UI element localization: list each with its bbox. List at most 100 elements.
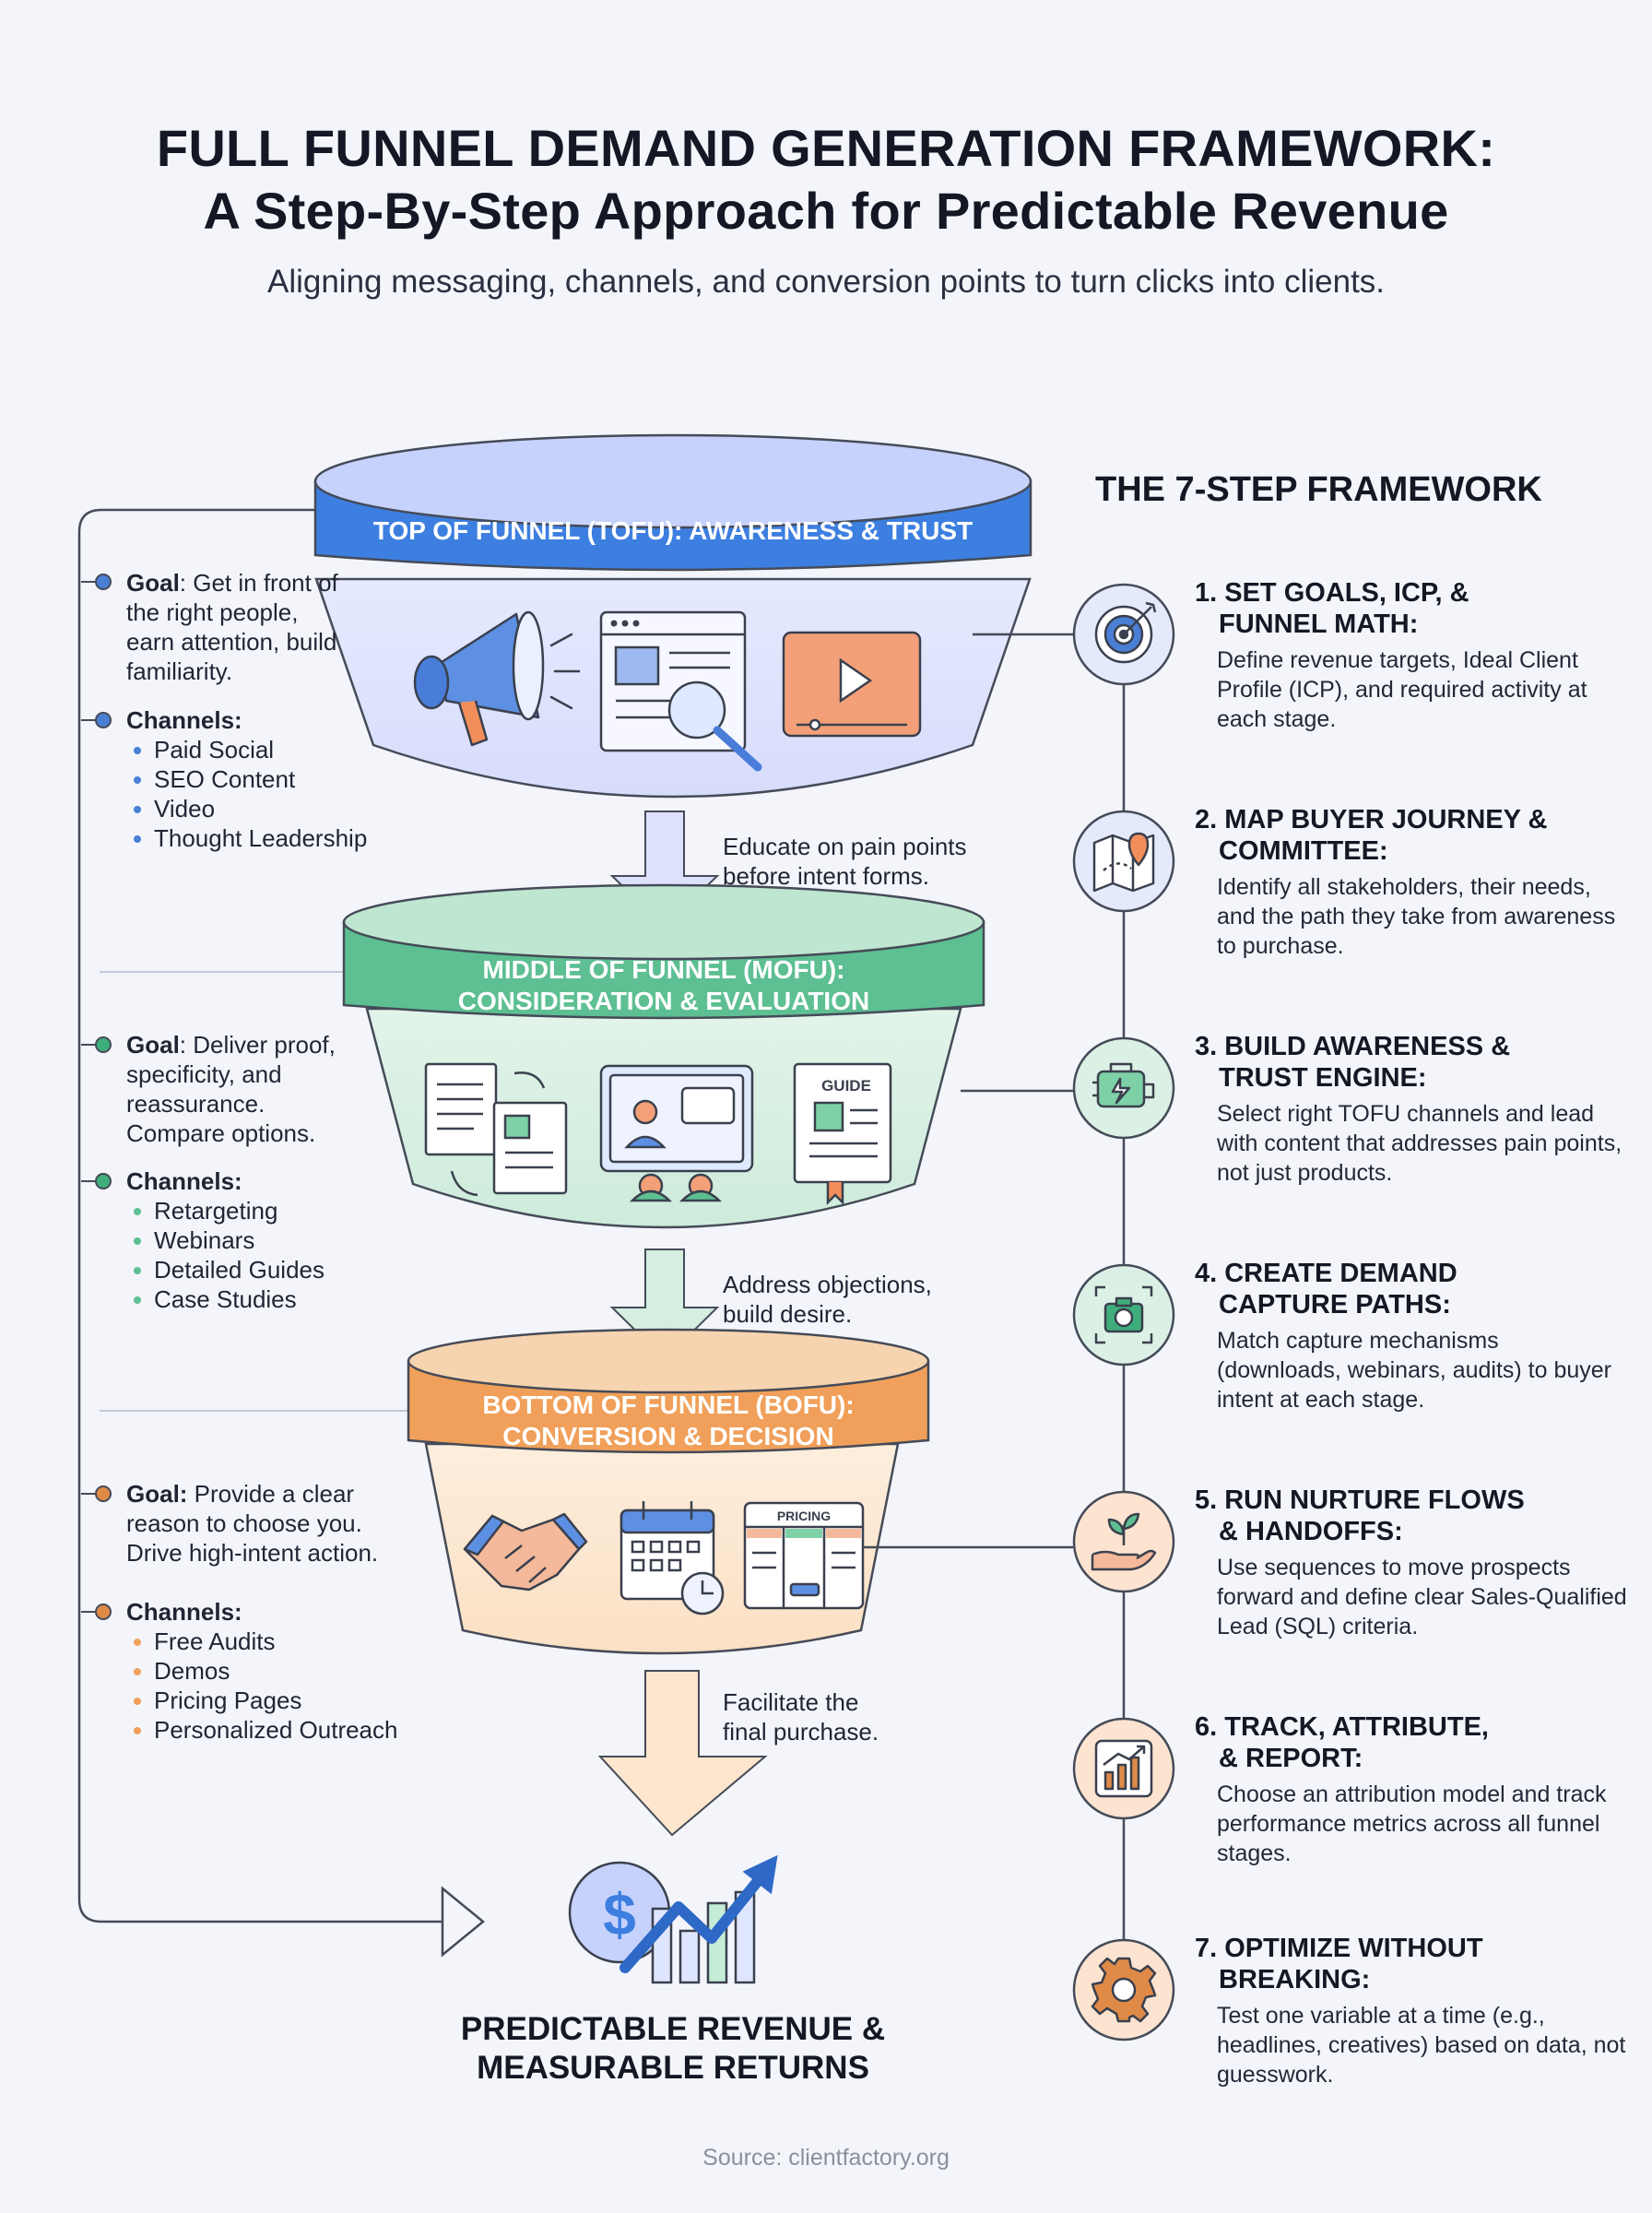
- bullet-dot: [95, 712, 112, 728]
- step-title: 6. TRACK, ATTRIBUTE,& REPORT:: [1195, 1711, 1628, 1774]
- framework-step: 1. SET GOALS, ICP, &FUNNEL MATH: Define r…: [1195, 577, 1628, 734]
- bofu-goal: Goal: Provide a clear reason to choose y…: [126, 1479, 403, 1568]
- step-title-line2: & HANDOFFS:: [1219, 1517, 1403, 1546]
- search-page-icon: [599, 610, 762, 772]
- step-title: 3. BUILD AWARENESS &TRUST ENGINE:: [1195, 1031, 1628, 1094]
- list-item: SEO Content: [134, 764, 421, 794]
- goal-label: Goal:: [126, 1480, 188, 1508]
- step-title-line2: TRUST ENGINE:: [1219, 1063, 1427, 1093]
- bofu-band-line1: BOTTOM OF FUNNEL (BOFU):: [482, 1391, 855, 1419]
- bullet-dot: [95, 1485, 112, 1502]
- list-item: Detailed Guides: [134, 1255, 403, 1284]
- list-item: Thought Leadership: [134, 823, 421, 853]
- megaphone-icon: [413, 610, 581, 747]
- framework-step: 6. TRACK, ATTRIBUTE,& REPORT: Choose an a…: [1195, 1711, 1628, 1868]
- list-item: Free Audits: [134, 1627, 431, 1656]
- mofu-band-label: MIDDLE OF FUNNEL (MOFU): CONSIDERATION &…: [344, 954, 984, 1017]
- tofu-channel-list: Paid Social SEO Content Video Thought Le…: [126, 735, 421, 853]
- bofu-channel-list: Free Audits Demos Pricing Pages Personal…: [126, 1627, 431, 1745]
- goal-label: Goal: [126, 1031, 180, 1059]
- mofu-band-line1: MIDDLE OF FUNNEL (MOFU):: [482, 955, 845, 984]
- guide-book-icon: [793, 1062, 892, 1206]
- video-icon: [782, 631, 922, 738]
- bofu-band-label: BOTTOM OF FUNNEL (BOFU): CONVERSION & DE…: [408, 1390, 928, 1452]
- target-icon: [1072, 583, 1175, 686]
- step-title-line2: COMMITTEE:: [1219, 836, 1388, 866]
- framework-step: 3. BUILD AWARENESS &TRUST ENGINE: Select …: [1195, 1031, 1628, 1188]
- bullet-dot: [95, 574, 112, 590]
- step-description: Select right TOFU channels and lead with…: [1217, 1101, 1622, 1186]
- chart-icon: [1072, 1717, 1175, 1820]
- step-description: Match capture mechanisms (downloads, web…: [1217, 1328, 1612, 1413]
- list-item: Demos: [134, 1656, 431, 1686]
- list-item: Case Studies: [134, 1284, 403, 1314]
- goal-text: : Deliver proof, specificity, and reassu…: [126, 1031, 336, 1147]
- bofu-channels: Channels: Free Audits Demos Pricing Page…: [126, 1597, 431, 1745]
- engine-icon: [1072, 1036, 1175, 1140]
- source-credit: Source: clientfactory.org: [702, 2145, 950, 2171]
- guide-label: GUIDE: [821, 1077, 871, 1095]
- result-line2: MEASURABLE RETURNS: [477, 2050, 869, 2086]
- webinar-icon: [599, 1064, 754, 1202]
- list-item: Personalized Outreach: [134, 1715, 431, 1745]
- pricing-table-icon: [743, 1501, 865, 1610]
- step-title-line1: 5. RUN NURTURE FLOWS: [1195, 1485, 1525, 1515]
- list-item: Video: [134, 794, 421, 823]
- step-title: 2. MAP BUYER JOURNEY &COMMITTEE:: [1195, 804, 1628, 867]
- bullet-dot: [95, 1604, 112, 1620]
- step-description: Define revenue targets, Ideal Client Pro…: [1217, 647, 1587, 732]
- calendar-icon: [620, 1501, 725, 1615]
- gear-icon: [1072, 1938, 1175, 2041]
- documents-icon: [424, 1062, 568, 1197]
- svg-text:$: $: [603, 1881, 636, 1947]
- framework-step: 2. MAP BUYER JOURNEY &COMMITTEE: Identify…: [1195, 804, 1628, 961]
- goal-label: Goal: [126, 569, 180, 597]
- map-icon: [1072, 810, 1175, 913]
- bofu-band-line2: CONVERSION & DECISION: [502, 1422, 834, 1450]
- list-item: Paid Social: [134, 735, 421, 764]
- step-title-line1: 2. MAP BUYER JOURNEY &: [1195, 805, 1548, 834]
- step-description: Use sequences to move prospects forward …: [1217, 1555, 1627, 1639]
- step-title-line1: 6. TRACK, ATTRIBUTE,: [1195, 1712, 1489, 1742]
- tofu-goal: Goal: Get in front of the right people, …: [126, 568, 348, 686]
- pricing-label: PRICING: [777, 1509, 831, 1523]
- step-title-line2: & REPORT:: [1219, 1744, 1363, 1773]
- mofu-transition-note: Address objections, build desire.: [723, 1271, 932, 1328]
- list-item: Pricing Pages: [134, 1686, 431, 1715]
- step-title-line2: FUNNEL MATH:: [1219, 609, 1419, 639]
- flow-arrowhead: [441, 1886, 485, 1958]
- step-title-line2: BREAKING:: [1219, 1965, 1371, 1994]
- left-flow-line: [77, 508, 442, 1923]
- arrow-down: [597, 1670, 768, 1837]
- result-label: PREDICTABLE REVENUE & MEASURABLE RETURNS: [406, 2010, 940, 2088]
- mofu-channels: Channels: Retargeting Webinars Detailed …: [126, 1166, 403, 1314]
- step-title-line1: 3. BUILD AWARENESS &: [1195, 1032, 1511, 1061]
- step-title: 5. RUN NURTURE FLOWS& HANDOFFS:: [1195, 1485, 1628, 1547]
- tofu-channels: Channels: Paid Social SEO Content Video …: [126, 705, 421, 853]
- mofu-channel-list: Retargeting Webinars Detailed Guides Cas…: [126, 1196, 403, 1314]
- tofu-band-label: TOP OF FUNNEL (TOFU): AWARENESS & TRUST: [372, 516, 974, 545]
- step-description: Test one variable at a time (e.g., headl…: [1217, 2003, 1626, 2088]
- result-line1: PREDICTABLE REVENUE &: [460, 2011, 886, 2047]
- step-title-line1: 1. SET GOALS, ICP, &: [1195, 578, 1469, 608]
- step-title-line2: CAPTURE PATHS:: [1219, 1290, 1451, 1320]
- step-title-line1: 7. OPTIMIZE WITHOUT: [1195, 1934, 1483, 1963]
- page-title: FULL FUNNEL DEMAND GENERATION FRAMEWORK:: [156, 119, 1496, 177]
- page-subtitle: Aligning messaging, channels, and conver…: [266, 264, 1386, 300]
- camera-icon: [1072, 1263, 1175, 1367]
- mofu-goal: Goal: Deliver proof, specificity, and re…: [126, 1030, 357, 1148]
- channels-label: Channels:: [126, 1598, 242, 1626]
- step-description: Choose an attribution model and track pe…: [1217, 1781, 1607, 1866]
- revenue-growth-icon: $: [568, 1854, 778, 1984]
- step-title: 1. SET GOALS, ICP, &FUNNEL MATH:: [1195, 577, 1628, 640]
- tofu-transition-note: Educate on pain points before intent for…: [723, 833, 967, 890]
- step-description: Identify all stakeholders, their needs, …: [1217, 874, 1616, 959]
- list-item: Retargeting: [134, 1196, 403, 1225]
- channels-label: Channels:: [126, 1167, 242, 1195]
